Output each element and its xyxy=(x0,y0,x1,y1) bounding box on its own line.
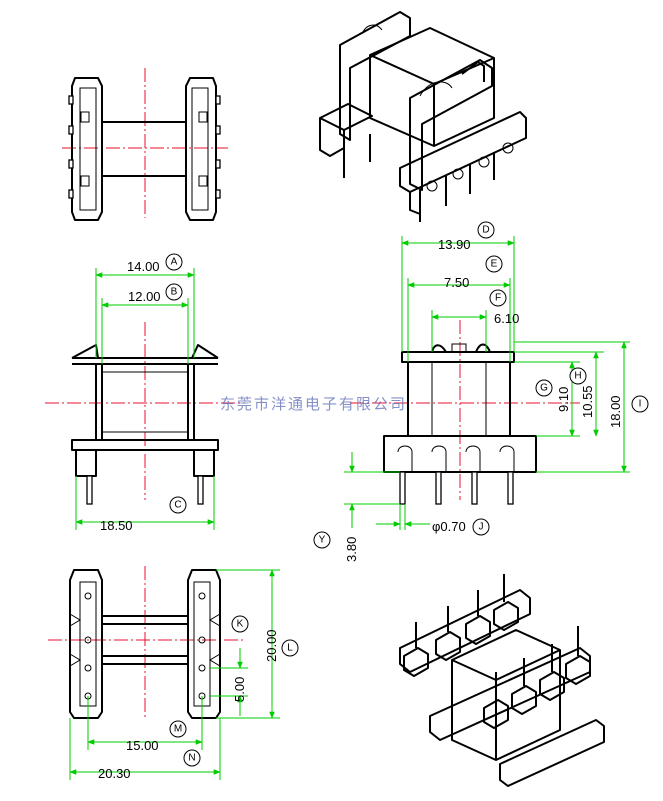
dimension-i-label: 18.00 xyxy=(608,395,623,428)
tag-h: H xyxy=(569,367,587,385)
dimension-e-label: 7.50 xyxy=(444,275,469,290)
svg-text:G: G xyxy=(540,383,548,394)
front-view xyxy=(45,322,245,505)
svg-text:D: D xyxy=(482,225,489,236)
dimension-d: 13.90 D xyxy=(401,221,515,352)
dimension-c: 18.50 C xyxy=(75,476,215,533)
tag-c: C xyxy=(169,496,187,514)
bottom-view xyxy=(48,566,245,720)
dimension-f-label: 6.10 xyxy=(494,311,519,326)
tag-y: Y xyxy=(313,531,331,549)
isometric-view-top xyxy=(319,11,527,222)
dimension-f: 6.10 F xyxy=(431,289,519,352)
dimension-a: 14.00 A xyxy=(95,253,195,358)
tag-b: B xyxy=(165,283,183,301)
svg-text:Y: Y xyxy=(319,535,326,546)
dimension-y: 3.80 Y xyxy=(313,452,400,562)
dimension-g-label: 9.10 xyxy=(556,387,571,412)
tag-i: I xyxy=(631,395,649,413)
company-watermark: 东莞市洋通电子有限公司 xyxy=(220,395,407,413)
dimension-k: 5.00 K xyxy=(210,615,249,716)
dimension-h: 10.55 H xyxy=(514,351,604,437)
svg-text:B: B xyxy=(171,287,178,298)
dimension-e: 7.50 E xyxy=(407,255,511,362)
dimension-a-label: 14.00 xyxy=(127,259,160,274)
svg-text:J: J xyxy=(479,522,484,533)
top-view xyxy=(62,68,228,221)
svg-text:F: F xyxy=(495,293,501,304)
dimension-n-label: 20.30 xyxy=(98,766,131,781)
tag-f: F xyxy=(489,289,507,307)
svg-text:E: E xyxy=(491,259,498,270)
dimension-b: 12.00 B xyxy=(101,283,189,364)
dimension-i: 18.00 I xyxy=(514,341,649,473)
dimension-j: φ0.70 J xyxy=(376,504,490,536)
tag-n: N xyxy=(183,749,201,767)
dimension-y-label: 3.80 xyxy=(344,537,359,562)
dimension-b-label: 12.00 xyxy=(128,289,161,304)
side-view xyxy=(350,320,580,505)
svg-text:C: C xyxy=(174,500,181,511)
tag-g: G xyxy=(535,379,553,397)
svg-text:L: L xyxy=(287,643,293,654)
tag-d: D xyxy=(477,221,495,239)
dimension-h-label: 10.55 xyxy=(580,385,595,418)
isometric-view-bottom xyxy=(399,574,605,787)
dimension-m-label: 15.00 xyxy=(126,738,159,753)
dimension-c-label: 18.50 xyxy=(100,518,133,533)
dimension-l: 20.00 L xyxy=(216,569,299,719)
tag-e: E xyxy=(485,255,503,273)
tag-j: J xyxy=(472,518,490,536)
dimension-l-label: 20.00 xyxy=(264,629,279,662)
svg-text:K: K xyxy=(237,619,244,630)
dimension-n: 20.30 N xyxy=(69,718,221,781)
svg-text:N: N xyxy=(188,753,195,764)
tag-l: L xyxy=(281,639,299,657)
tag-k: K xyxy=(231,615,249,633)
dimension-k-label: 5.00 xyxy=(232,677,247,702)
svg-text:A: A xyxy=(171,257,178,268)
svg-text:H: H xyxy=(574,371,581,382)
dimension-j-label: φ0.70 xyxy=(432,519,466,534)
svg-text:M: M xyxy=(174,724,182,735)
tag-m: M xyxy=(169,720,187,738)
dimension-d-label: 13.90 xyxy=(438,237,471,252)
tag-a: A xyxy=(165,253,183,271)
svg-text:I: I xyxy=(639,399,642,410)
dimension-m: 15.00 M xyxy=(87,696,203,753)
